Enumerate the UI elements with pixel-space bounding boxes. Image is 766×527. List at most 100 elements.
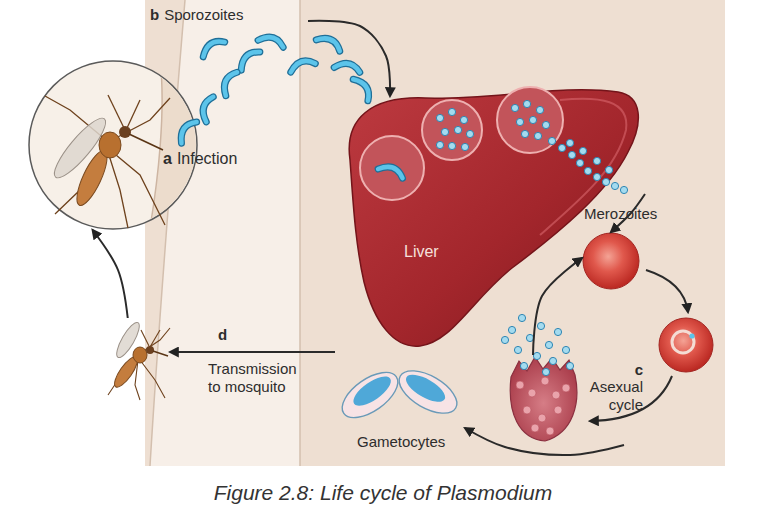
mosquito-proboscis — [129, 134, 163, 150]
liver-organ: Liver — [345, 96, 645, 350]
merozoite — [511, 104, 518, 111]
skin-surface — [148, 40, 220, 250]
mosquito-legs — [108, 328, 170, 400]
callout-letter: d — [208, 326, 303, 343]
gametocyte — [392, 362, 463, 422]
stage-label: Sporozoites — [164, 6, 243, 23]
merozoite — [620, 186, 627, 193]
merozoite — [541, 377, 549, 385]
merozoite — [602, 178, 609, 185]
merozoite — [528, 389, 536, 397]
hepatocytes — [360, 87, 563, 200]
merozoite — [542, 121, 549, 128]
sporozoite — [353, 75, 373, 101]
burst-cell-shape — [510, 357, 577, 441]
callout-letter: b — [150, 6, 159, 23]
cell-shape — [583, 233, 639, 289]
merozoite — [552, 391, 560, 399]
callout-letter: a — [163, 150, 172, 167]
mosquito-proboscis — [153, 351, 168, 356]
merozoite — [568, 151, 575, 158]
hepatocyte — [497, 87, 563, 153]
merozoite — [448, 108, 455, 115]
stage-label: Asexual cycle — [583, 378, 643, 413]
leg — [55, 150, 104, 214]
mosquito-thorax — [99, 132, 121, 158]
mosquito-abdomen — [111, 354, 141, 390]
merozoites — [436, 100, 627, 193]
callout-letter: c — [583, 361, 643, 378]
leg — [142, 328, 170, 352]
merozoite — [516, 381, 524, 389]
sporozoite — [219, 69, 239, 95]
stage-label: Gametocytes — [357, 433, 467, 450]
ring-stage-cell — [659, 318, 713, 372]
merozoite — [537, 322, 544, 329]
red-blood-cell: Merozoites — [582, 232, 640, 290]
antenna — [141, 330, 149, 346]
leg — [45, 96, 106, 140]
merozoite — [454, 126, 461, 133]
mosquito-head — [119, 126, 131, 138]
node-text: Merozoites — [584, 205, 674, 222]
merozoite — [518, 314, 525, 321]
merozoite — [576, 159, 583, 166]
merozoite — [534, 132, 541, 139]
sporozoite-group: b Sporozoites — [148, 2, 308, 97]
merozoite — [566, 362, 573, 369]
sporozoite — [334, 60, 361, 74]
flow-arrow — [533, 258, 582, 355]
leg — [112, 98, 170, 140]
merozoite — [549, 357, 556, 364]
mosquito-thorax — [133, 347, 147, 363]
node-text: a Infection — [163, 150, 283, 168]
sporozoite — [316, 33, 342, 53]
hepatocyte — [360, 136, 424, 200]
limb-band — [150, 0, 300, 466]
cycle-arrow — [590, 376, 672, 421]
sporozoite — [199, 37, 225, 57]
merozoite — [514, 346, 521, 353]
merozoite — [611, 182, 618, 189]
merozoite — [542, 368, 549, 375]
ruptured-cell: cAsexual cycle — [505, 355, 645, 445]
merozoite — [533, 352, 540, 359]
merozoite — [531, 424, 539, 432]
merozoite — [548, 137, 555, 144]
merozoite — [466, 130, 473, 137]
merozoite — [562, 384, 570, 392]
gametocyte-core — [349, 371, 395, 411]
flow-arrow — [308, 21, 390, 96]
mosquito-large — [45, 95, 170, 228]
node-text: Gametocytes — [357, 433, 467, 450]
sporozoite — [236, 48, 261, 70]
node-text: Liver — [404, 243, 464, 261]
merozoite — [520, 362, 527, 369]
mosquito-abdomen — [71, 147, 113, 209]
sporozoite — [289, 58, 316, 72]
mosquito-vector: dTransmission to mosquito — [105, 318, 170, 398]
gametocyte-pair: Gametocytes — [335, 350, 465, 450]
ring-parasite — [672, 331, 694, 353]
sporozoite — [176, 118, 198, 143]
merozoite — [554, 328, 561, 335]
merozoite — [593, 173, 600, 180]
inset-circle — [29, 61, 197, 229]
flow-arrow — [465, 428, 624, 455]
hepatocyte — [422, 100, 482, 160]
node-text: cAsexual cycle — [583, 361, 643, 413]
leg — [108, 152, 128, 228]
infection-inset: aInfection — [28, 60, 198, 230]
antenna — [150, 330, 160, 347]
stage-label: Infection — [177, 150, 237, 167]
merozoite — [508, 326, 515, 333]
merozoite — [448, 142, 455, 149]
figure-caption: Figure 2.8: Life cycle of Plasmodium — [0, 481, 766, 505]
antenna — [108, 95, 124, 128]
flow-arrow — [170, 351, 335, 353]
node-text: b Sporozoites — [150, 6, 300, 23]
leg — [140, 360, 165, 398]
mosquito-legs — [45, 95, 170, 228]
merozoite — [593, 157, 600, 164]
flow-arrow — [93, 230, 128, 318]
